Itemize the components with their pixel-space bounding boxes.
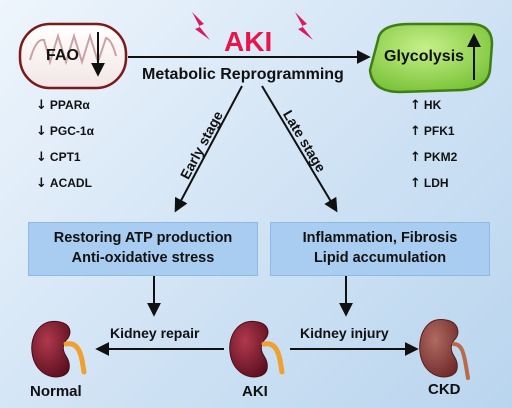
lightning-left-icon: [192, 12, 210, 40]
late-stage-arrow: [261, 85, 338, 213]
aki-kidney-icon: [229, 320, 285, 378]
down-arrow-icon: ↓: [36, 97, 47, 113]
metabolic-reprogramming-label: Metabolic Reprogramming: [142, 66, 344, 83]
down-arrow-icon: ↓: [36, 123, 47, 139]
early-outcome-line: Anti-oxidative stress: [71, 250, 215, 266]
fao-label: FAO: [46, 47, 79, 64]
glycolysis-blob: [368, 22, 494, 94]
late-outcome-line: Lipid accumulation: [313, 250, 447, 266]
up-arrow-icon: ↑: [410, 149, 421, 165]
fao-marker: ↓PGC-1α: [36, 123, 94, 139]
fao-marker: ↓ACADL: [36, 175, 92, 191]
glycolysis-marker: ↑HK: [410, 97, 442, 113]
late-outcome-box: Inflammation, Fibrosis Lipid accumulatio…: [270, 222, 490, 276]
early-outcome-line: Restoring ATP production: [53, 230, 233, 247]
late-outcome-line: Inflammation, Fibrosis: [302, 230, 458, 247]
fao-marker: ↓PPARα: [36, 97, 90, 113]
glycolysis-label: Glycolysis: [384, 48, 465, 65]
glycolysis-marker: ↑LDH: [410, 175, 449, 191]
down-arrow-icon: ↓: [36, 149, 47, 165]
glycolysis-marker: ↑PKM2: [410, 149, 458, 165]
up-arrow-icon: ↑: [410, 175, 421, 191]
normal-label: Normal: [30, 383, 82, 400]
aki-title: AKI: [224, 26, 273, 57]
fao-marker: ↓CPT1: [36, 149, 81, 165]
down-arrow-icon: ↓: [36, 175, 47, 191]
aki-kidney-label: AKI: [242, 383, 268, 400]
glycolysis-marker: ↑PFK1: [410, 123, 455, 139]
normal-kidney-icon: [31, 320, 87, 378]
kidney-injury-label: Kidney injury: [300, 325, 389, 341]
kidney-repair-label: Kidney repair: [110, 325, 200, 341]
fao-marker-list: ↓PPARα ↓PGC-1α ↓CPT1 ↓ACADL: [36, 92, 94, 196]
early-outcome-box: Restoring ATP production Anti-oxidative …: [28, 222, 258, 276]
glycolysis-marker-list: ↑HK ↑PFK1 ↑PKM2 ↑LDH: [410, 92, 457, 196]
ckd-label: CKD: [428, 381, 461, 398]
up-arrow-icon: ↑: [410, 123, 421, 139]
ckd-kidney-icon: [419, 319, 470, 380]
early-stage-arrow: [174, 85, 243, 213]
lightning-right-icon: [295, 12, 313, 40]
up-arrow-icon: ↑: [410, 97, 421, 113]
